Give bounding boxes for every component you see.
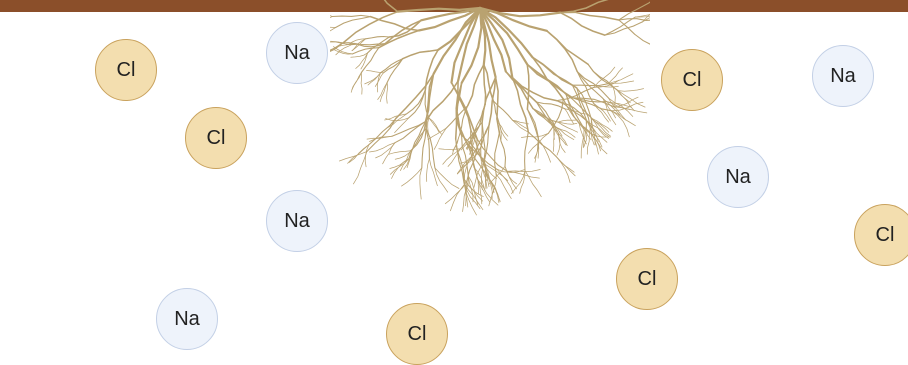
root-strand	[558, 120, 578, 122]
root-strand	[618, 89, 644, 92]
sodium-ion: Na	[812, 45, 874, 107]
ion-label: Cl	[207, 127, 226, 150]
chloride-ion: Cl	[185, 107, 247, 169]
ion-label: Cl	[683, 69, 702, 92]
root-strand	[525, 132, 529, 171]
root-strand	[592, 118, 613, 131]
ion-label: Na	[830, 65, 856, 88]
root-strand	[428, 128, 446, 140]
root-strand	[363, 0, 398, 12]
root-strand	[527, 109, 538, 139]
chloride-ion: Cl	[854, 204, 908, 266]
ion-label: Na	[284, 42, 310, 65]
root-strand	[383, 59, 402, 73]
ion-label: Na	[284, 210, 310, 233]
root-strand	[496, 174, 511, 198]
ion-label: Cl	[876, 224, 895, 247]
root-strand	[369, 118, 396, 144]
root-strand	[403, 50, 438, 59]
root-strand	[434, 128, 446, 149]
root-strand	[560, 12, 619, 20]
sodium-ion: Na	[266, 190, 328, 252]
root-strand	[527, 64, 529, 109]
root-strand	[474, 105, 485, 133]
root-strand	[429, 118, 439, 132]
plant-root-system	[330, 0, 650, 320]
root-strand	[409, 90, 426, 118]
root-strand	[361, 48, 378, 73]
root-strand	[462, 135, 469, 176]
ion-label: Cl	[117, 59, 136, 82]
ion-label: Na	[725, 166, 751, 189]
root-strand	[547, 31, 577, 72]
root-strand	[608, 74, 633, 84]
root-strand	[499, 133, 505, 167]
root-strand	[536, 102, 553, 128]
root-strand	[572, 84, 608, 86]
root-strand	[365, 145, 369, 167]
root-strand	[493, 101, 512, 120]
chloride-ion: Cl	[95, 39, 157, 101]
root-strand	[420, 168, 422, 199]
root-strand	[330, 28, 336, 41]
root-strand	[375, 73, 383, 87]
root-strand	[619, 20, 650, 45]
sodium-ion: Na	[156, 288, 218, 350]
root-strand	[378, 82, 388, 99]
root-strand	[330, 10, 332, 17]
ion-label: Na	[174, 308, 200, 331]
root-strand	[557, 157, 571, 183]
root-strand	[525, 171, 541, 197]
root-strand	[603, 99, 620, 116]
root-strand	[557, 157, 576, 176]
root-strand	[612, 111, 630, 137]
sodium-ion: Na	[266, 22, 328, 84]
root-strand	[468, 65, 484, 106]
root-strand	[512, 171, 526, 194]
ion-label: Cl	[638, 268, 657, 291]
root-strand	[402, 168, 422, 186]
chloride-ion: Cl	[616, 248, 678, 310]
root-strand	[332, 15, 370, 16]
root-strand	[381, 59, 403, 73]
sodium-ion: Na	[707, 146, 769, 208]
root-strand	[427, 159, 430, 182]
root-strand	[495, 133, 500, 175]
root-strand	[439, 149, 461, 150]
root-strand	[505, 166, 517, 189]
root-strand	[380, 82, 387, 101]
chloride-ion: Cl	[386, 303, 448, 365]
root-strand	[506, 72, 537, 103]
root-strand	[425, 122, 429, 158]
root-strand	[435, 168, 448, 192]
root-strand	[387, 82, 388, 103]
root-strand	[361, 73, 362, 95]
root-strand	[560, 0, 611, 13]
root-strand	[366, 37, 390, 39]
chloride-ion: Cl	[661, 49, 723, 111]
ion-label: Cl	[408, 323, 427, 346]
